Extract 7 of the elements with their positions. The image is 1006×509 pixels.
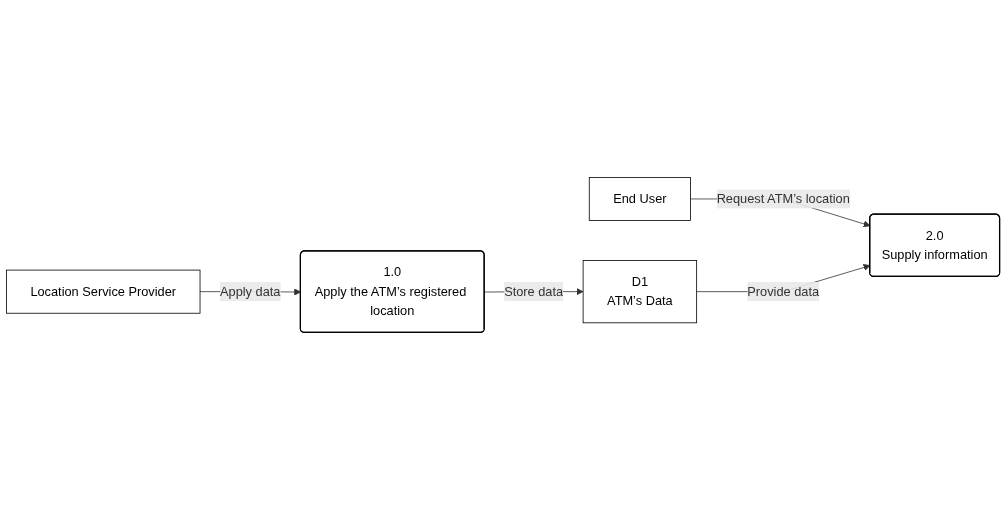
edge-label: Apply data — [220, 284, 281, 298]
edge-label: Provide data — [747, 284, 820, 298]
node-box: End User — [588, 176, 691, 221]
edge-label: Store data — [504, 284, 564, 298]
node-box: Location Service Provider — [6, 269, 201, 314]
node-box: D1 ATM’s Data — [582, 259, 698, 323]
edge-label: Request ATM’s location — [716, 191, 850, 205]
